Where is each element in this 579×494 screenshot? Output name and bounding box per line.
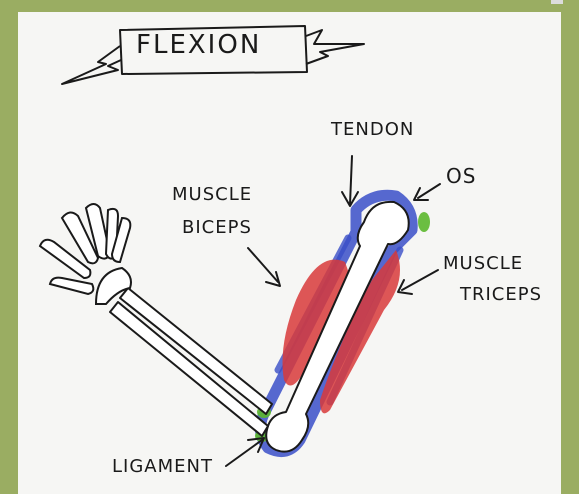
label-tendon: TENDON — [331, 121, 414, 139]
label-ligament: LIGAMENT — [112, 458, 213, 476]
label-biceps-line2: BICEPS — [182, 219, 252, 237]
label-triceps-line1: MUSCLE — [443, 255, 523, 273]
label-triceps-line2: TRICEPS — [460, 286, 542, 304]
label-biceps-line1: MUSCLE — [172, 186, 252, 204]
diagram-title: FLEXION — [136, 32, 261, 58]
label-os: OS — [446, 166, 476, 186]
forearm-bones — [110, 288, 272, 436]
